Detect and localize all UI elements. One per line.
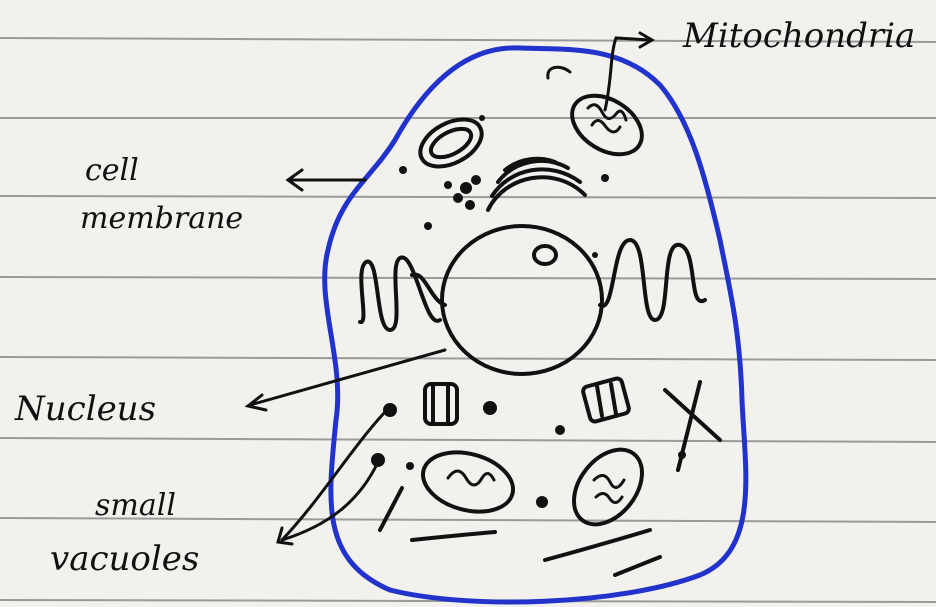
fiber-1 xyxy=(380,488,402,530)
fiber-3 xyxy=(545,530,650,560)
label-cell-membrane-2: membrane xyxy=(80,201,243,236)
label-small-vacuoles-1: small xyxy=(95,488,176,523)
label-nucleus: Nucleus xyxy=(14,389,156,429)
vacuole-top xyxy=(412,110,489,176)
small-vacuole-1 xyxy=(383,403,397,417)
label-mitochondria: Mitochondria xyxy=(682,16,915,56)
leader-lines xyxy=(248,33,652,544)
rough-er-left xyxy=(360,257,440,330)
fiber-4 xyxy=(615,557,660,575)
granules xyxy=(371,115,686,508)
centriole-right xyxy=(582,377,630,422)
label-small-vacuoles-2: vacuoles xyxy=(50,539,199,579)
mitochondrion-bottom-right xyxy=(560,437,656,538)
nucleus xyxy=(442,226,602,374)
golgi-apparatus xyxy=(488,159,585,210)
x-mark xyxy=(665,382,720,470)
rough-er-right xyxy=(600,240,705,320)
mitochondrion-bottom-left xyxy=(416,443,519,521)
nucleolus xyxy=(534,246,556,264)
centriole-left xyxy=(425,384,457,424)
fiber-2 xyxy=(412,532,495,540)
label-cell-membrane-1: cell xyxy=(85,153,139,188)
